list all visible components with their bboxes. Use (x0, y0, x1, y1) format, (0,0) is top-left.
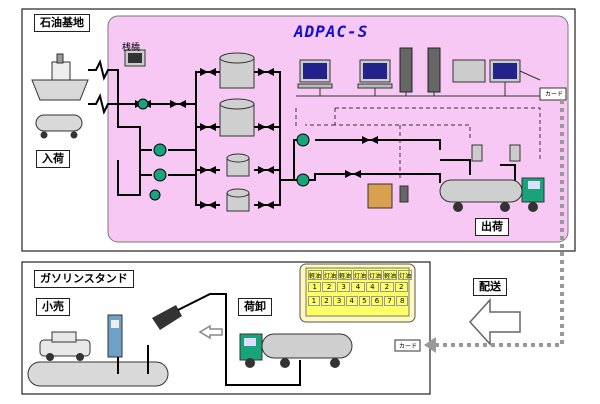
rail-tank-icon (35, 114, 83, 139)
retail-label: 小売 (36, 298, 70, 316)
meter-units (367, 144, 521, 209)
panel-cell[interactable]: 灯油 (323, 270, 338, 280)
network-lines (296, 70, 541, 97)
storage-tanks (219, 52, 255, 212)
panel-cell[interactable]: 軽油 (383, 270, 398, 280)
panel-cell[interactable]: 1 (308, 282, 322, 292)
delivery-arrow-icon (468, 298, 521, 346)
panel-cell[interactable]: 3 (336, 282, 351, 292)
pumps (137, 98, 310, 201)
oil-base-label: 石油基地 (34, 14, 90, 32)
keypad-key[interactable]: 1 (308, 296, 320, 306)
keypad-key[interactable]: 4 (345, 296, 358, 306)
panel-cell[interactable]: 4 (365, 282, 380, 292)
computer-icons (124, 47, 521, 93)
delivery-arrow-head (424, 337, 436, 353)
panel-cell[interactable]: 灯油 (353, 270, 368, 280)
card-reader-top (539, 87, 567, 101)
gas-station-icon (27, 305, 182, 387)
keypad-key[interactable]: 5 (358, 296, 371, 306)
signal-lines (295, 107, 541, 180)
panel-top-row: 軽油 灯油 軽油 灯油 灯油 軽油 灯油 (308, 270, 413, 280)
card-label-top: カード (545, 91, 564, 98)
card-reader-bottom (394, 339, 421, 352)
panel-cell[interactable]: 2 (322, 282, 336, 292)
system-title: ADPAC-S (294, 22, 369, 41)
pier-label: 桟橋 (122, 43, 141, 53)
panel-cell[interactable]: 2 (394, 282, 408, 292)
keypad-key[interactable]: 3 (333, 296, 345, 306)
panel-cell[interactable]: 4 (351, 282, 365, 292)
panel-cell[interactable]: 灯油 (368, 270, 383, 280)
keypad-key[interactable]: 7 (383, 296, 396, 306)
valves (135, 68, 378, 209)
panel-keypad: 1 2 3 4 5 6 7 8 (308, 296, 408, 306)
card-label-bottom: カード (399, 343, 418, 350)
keypad-key[interactable]: 8 (396, 296, 408, 306)
tank-truck-delivery-icon (239, 333, 353, 368)
panel-mid-row: 1 2 3 4 4 2 2 (308, 282, 408, 292)
gas-station-label: ガソリンスタンド (34, 270, 134, 288)
tank-truck-outbound-icon (439, 177, 545, 212)
panel-cell[interactable]: 軽油 (338, 270, 353, 280)
fuel-hose (177, 293, 301, 386)
keypad-key[interactable]: 2 (320, 296, 333, 306)
panel-cell[interactable]: 灯油 (398, 270, 413, 280)
unloading-label: 荷卸 (238, 298, 272, 316)
tanker-ship-icon (31, 53, 89, 101)
control-area (107, 15, 569, 243)
delivery-label: 配送 (473, 278, 507, 296)
outbound-label: 出荷 (475, 218, 509, 236)
delivery-route (436, 100, 564, 347)
panel-cell[interactable]: 軽油 (308, 270, 323, 280)
keypad-key[interactable]: 6 (371, 296, 383, 306)
inbound-label: 入荷 (36, 150, 70, 168)
unload-arrow-icon (198, 324, 223, 340)
panel-cell[interactable]: 2 (380, 282, 394, 292)
